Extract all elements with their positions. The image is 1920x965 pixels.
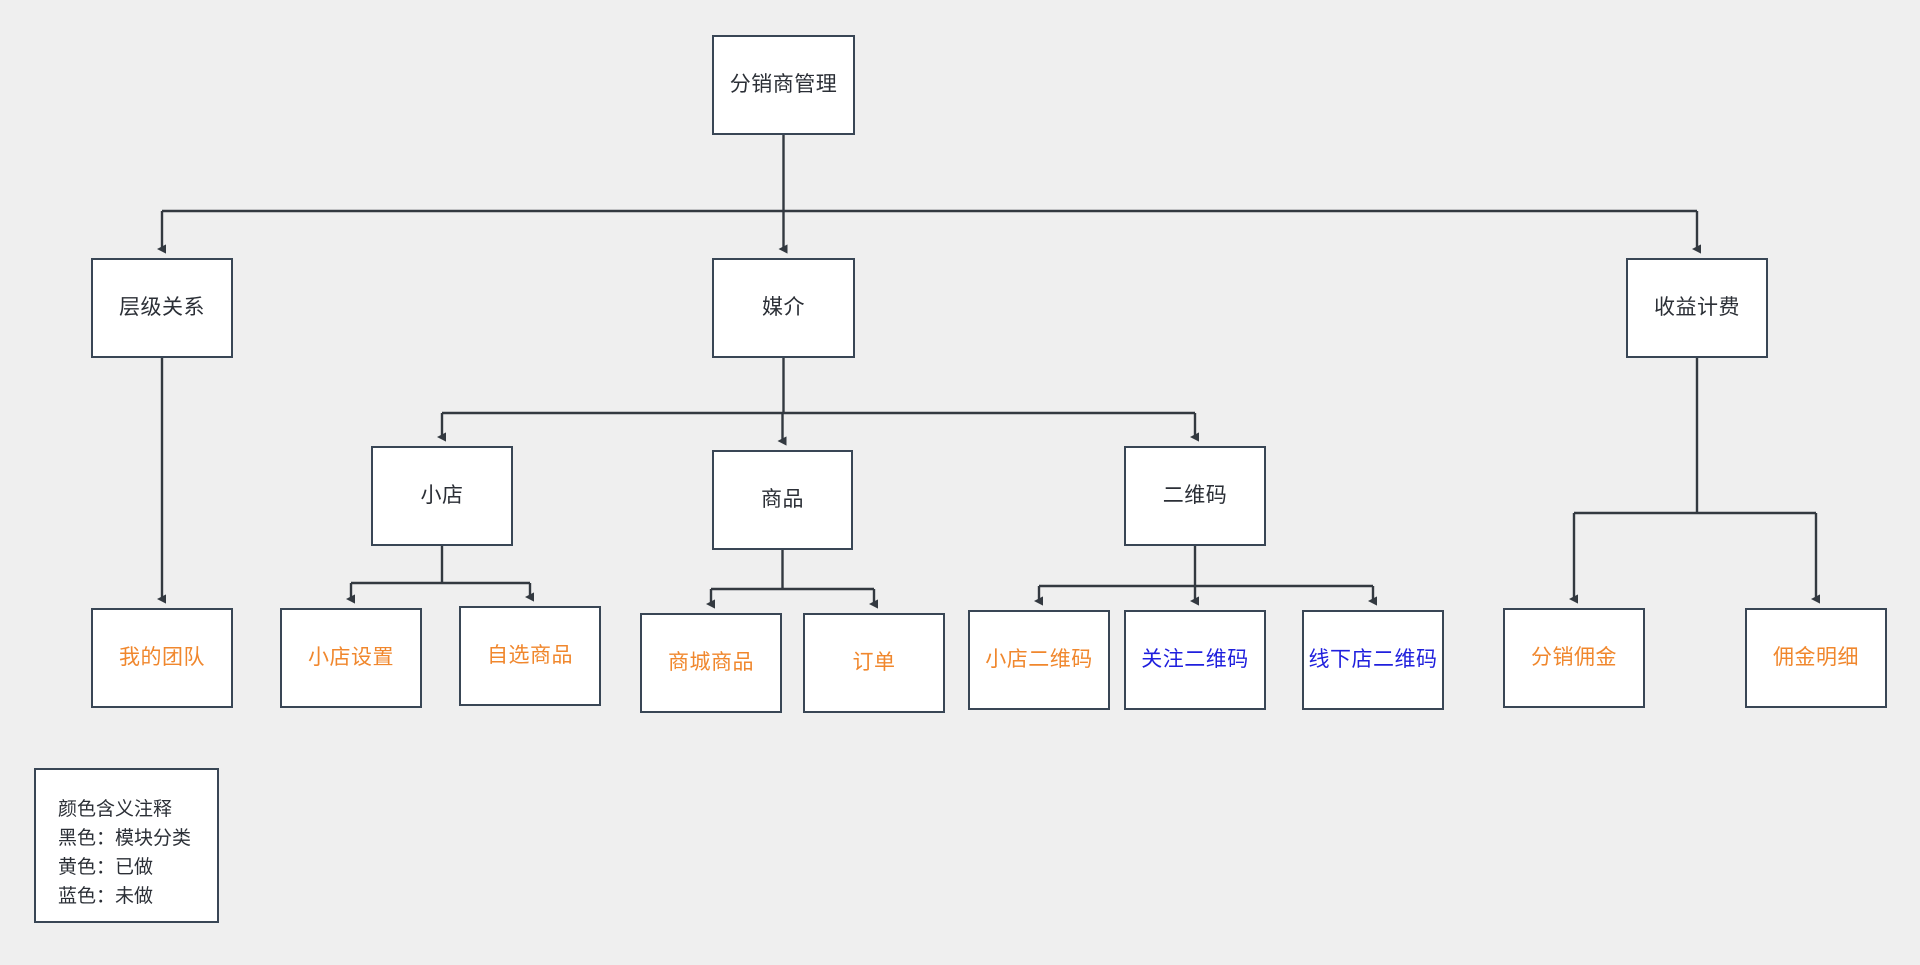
node-label: 佣金明细	[1773, 646, 1859, 670]
legend-box: 颜色含义注释 黑色：模块分类 黄色：已做 蓝色：未做	[34, 768, 219, 923]
node-shopset[interactable]: 小店设置	[280, 608, 422, 708]
node-label: 分销商管理	[729, 73, 838, 97]
node-myteam[interactable]: 我的团队	[91, 608, 233, 708]
node-label: 小店二维码	[985, 648, 1093, 672]
node-offlineqr[interactable]: 线下店二维码	[1302, 610, 1444, 710]
node-commission[interactable]: 分销佣金	[1503, 608, 1645, 708]
node-qrcode[interactable]: 二维码	[1124, 446, 1266, 546]
legend-line: 颜色含义注释	[58, 799, 173, 820]
node-revenue[interactable]: 收益计费	[1626, 258, 1768, 358]
node-label: 二维码	[1162, 484, 1228, 508]
node-root[interactable]: 分销商管理	[712, 35, 855, 135]
node-goods[interactable]: 商品	[712, 450, 853, 550]
node-orders[interactable]: 订单	[803, 613, 945, 713]
legend-line: 蓝色：未做	[58, 885, 154, 907]
node-label: 媒介	[762, 296, 805, 320]
node-label: 分销佣金	[1531, 646, 1617, 670]
node-hierarchy[interactable]: 层级关系	[91, 258, 233, 358]
legend-line: 黑色：模块分类	[58, 827, 192, 849]
node-shop[interactable]: 小店	[371, 446, 513, 546]
node-label: 小店设置	[308, 646, 394, 670]
node-label: 层级关系	[119, 296, 205, 320]
node-label: 线下店二维码	[1308, 648, 1438, 672]
node-label: 我的团队	[119, 646, 205, 670]
node-label: 收益计费	[1654, 296, 1740, 320]
node-commdetail[interactable]: 佣金明细	[1745, 608, 1887, 708]
node-label: 小店	[420, 484, 464, 508]
node-pickgoods[interactable]: 自选商品	[459, 606, 601, 706]
node-label: 商城商品	[668, 651, 754, 675]
node-media[interactable]: 媒介	[712, 258, 855, 358]
node-followqr[interactable]: 关注二维码	[1124, 610, 1266, 710]
node-shopqr[interactable]: 小店二维码	[968, 610, 1110, 710]
node-mallgoods[interactable]: 商城商品	[640, 613, 782, 713]
node-label: 订单	[852, 651, 896, 675]
node-label: 关注二维码	[1141, 648, 1249, 672]
legend-line: 黄色：已做	[58, 856, 154, 878]
node-label: 自选商品	[487, 644, 573, 668]
node-label: 商品	[761, 488, 804, 512]
